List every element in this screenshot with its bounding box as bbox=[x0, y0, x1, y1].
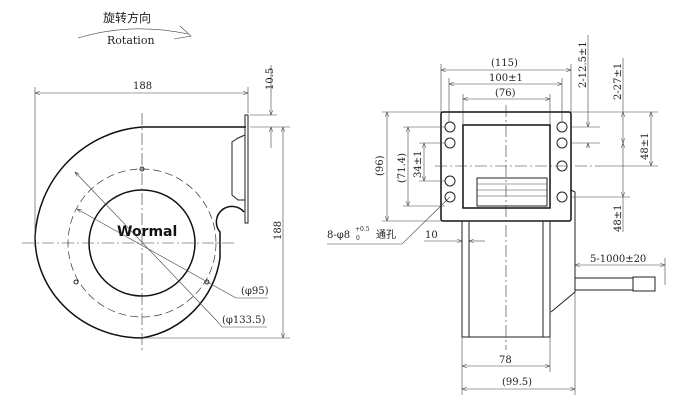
dim-motor-width: 78 bbox=[499, 355, 512, 366]
mount-hole bbox=[73, 279, 79, 285]
dim-flange-offset: 10.5 bbox=[265, 68, 276, 90]
rotation-label-cn: 旋转方向 bbox=[103, 10, 151, 25]
dim-overall-height: (96) bbox=[375, 155, 386, 176]
mount-hole bbox=[139, 166, 145, 172]
mount-hole bbox=[444, 175, 456, 187]
cable bbox=[574, 277, 634, 291]
impeller bbox=[476, 177, 548, 207]
dim-overall-depth: (99.5) bbox=[502, 377, 532, 388]
brand-logo: Wormal bbox=[117, 224, 177, 240]
mount-hole bbox=[556, 191, 568, 203]
rotation-label-en: Rotation bbox=[107, 34, 155, 47]
holes-tol-lower: 0 bbox=[356, 235, 360, 242]
rotation-arrow-icon bbox=[77, 28, 189, 39]
dim-hole-spacing-height: (71.4) bbox=[397, 153, 408, 183]
mount-hole bbox=[204, 279, 210, 285]
leader-95 bbox=[77, 209, 237, 299]
rotation-indicator: 旋转方向 Rotation bbox=[77, 10, 192, 47]
motor-body bbox=[461, 220, 551, 338]
dim-hole-pitch-a: 2-12.5±1 bbox=[578, 41, 589, 88]
holes-tol-upper: +0.5 bbox=[355, 226, 370, 233]
side-view: (115) 100±1 (76) (96) (71.4) 34±1 2-12.5… bbox=[327, 35, 666, 395]
dim-width: 188 bbox=[133, 81, 152, 92]
mount-hole bbox=[444, 121, 456, 133]
holes-note: 8-φ8 +0.5 0 通孔 bbox=[327, 196, 451, 245]
leader-133-tail bbox=[217, 321, 267, 328]
side-bracket bbox=[550, 189, 576, 313]
dim-height: 188 bbox=[273, 221, 284, 240]
dim-hole-spacing-width: 100±1 bbox=[489, 73, 523, 84]
dim-hole-circle: (φ133.5) bbox=[222, 315, 266, 326]
mount-hole bbox=[444, 191, 456, 203]
dim-cable: 5-1000±20 bbox=[590, 254, 646, 265]
holes-through-note: 通孔 bbox=[376, 229, 396, 241]
mount-hole bbox=[444, 137, 456, 149]
leader-133 bbox=[75, 172, 219, 323]
motor-terminal-box bbox=[231, 134, 246, 201]
holes-label: 8-φ8 bbox=[327, 230, 350, 241]
dim-48-upper: 48±1 bbox=[640, 133, 651, 160]
dim-hole-pitch-b: 2-27±1 bbox=[613, 63, 624, 100]
mount-hole bbox=[556, 137, 568, 149]
outlet-flange bbox=[244, 114, 249, 224]
outlet-opening bbox=[462, 124, 551, 209]
dim-48-lower: 48±1 bbox=[613, 205, 624, 232]
holes-leader bbox=[327, 196, 451, 245]
connector-icon bbox=[632, 276, 656, 292]
rotation-arrowhead-icon bbox=[173, 25, 192, 40]
dim-inlet-diameter: (φ95) bbox=[241, 286, 269, 297]
dim-inner-hole-spacing: 34±1 bbox=[413, 151, 424, 178]
front-view: Wormal (φ95) (φ133.5) 188 10.5 188 bbox=[22, 65, 290, 350]
dim-overall-width: (115) bbox=[491, 58, 518, 69]
scroll-housing bbox=[34, 126, 246, 339]
mount-hole bbox=[556, 121, 568, 133]
dim-inner-width: (76) bbox=[495, 88, 516, 99]
dim-wall: 10 bbox=[425, 230, 438, 241]
